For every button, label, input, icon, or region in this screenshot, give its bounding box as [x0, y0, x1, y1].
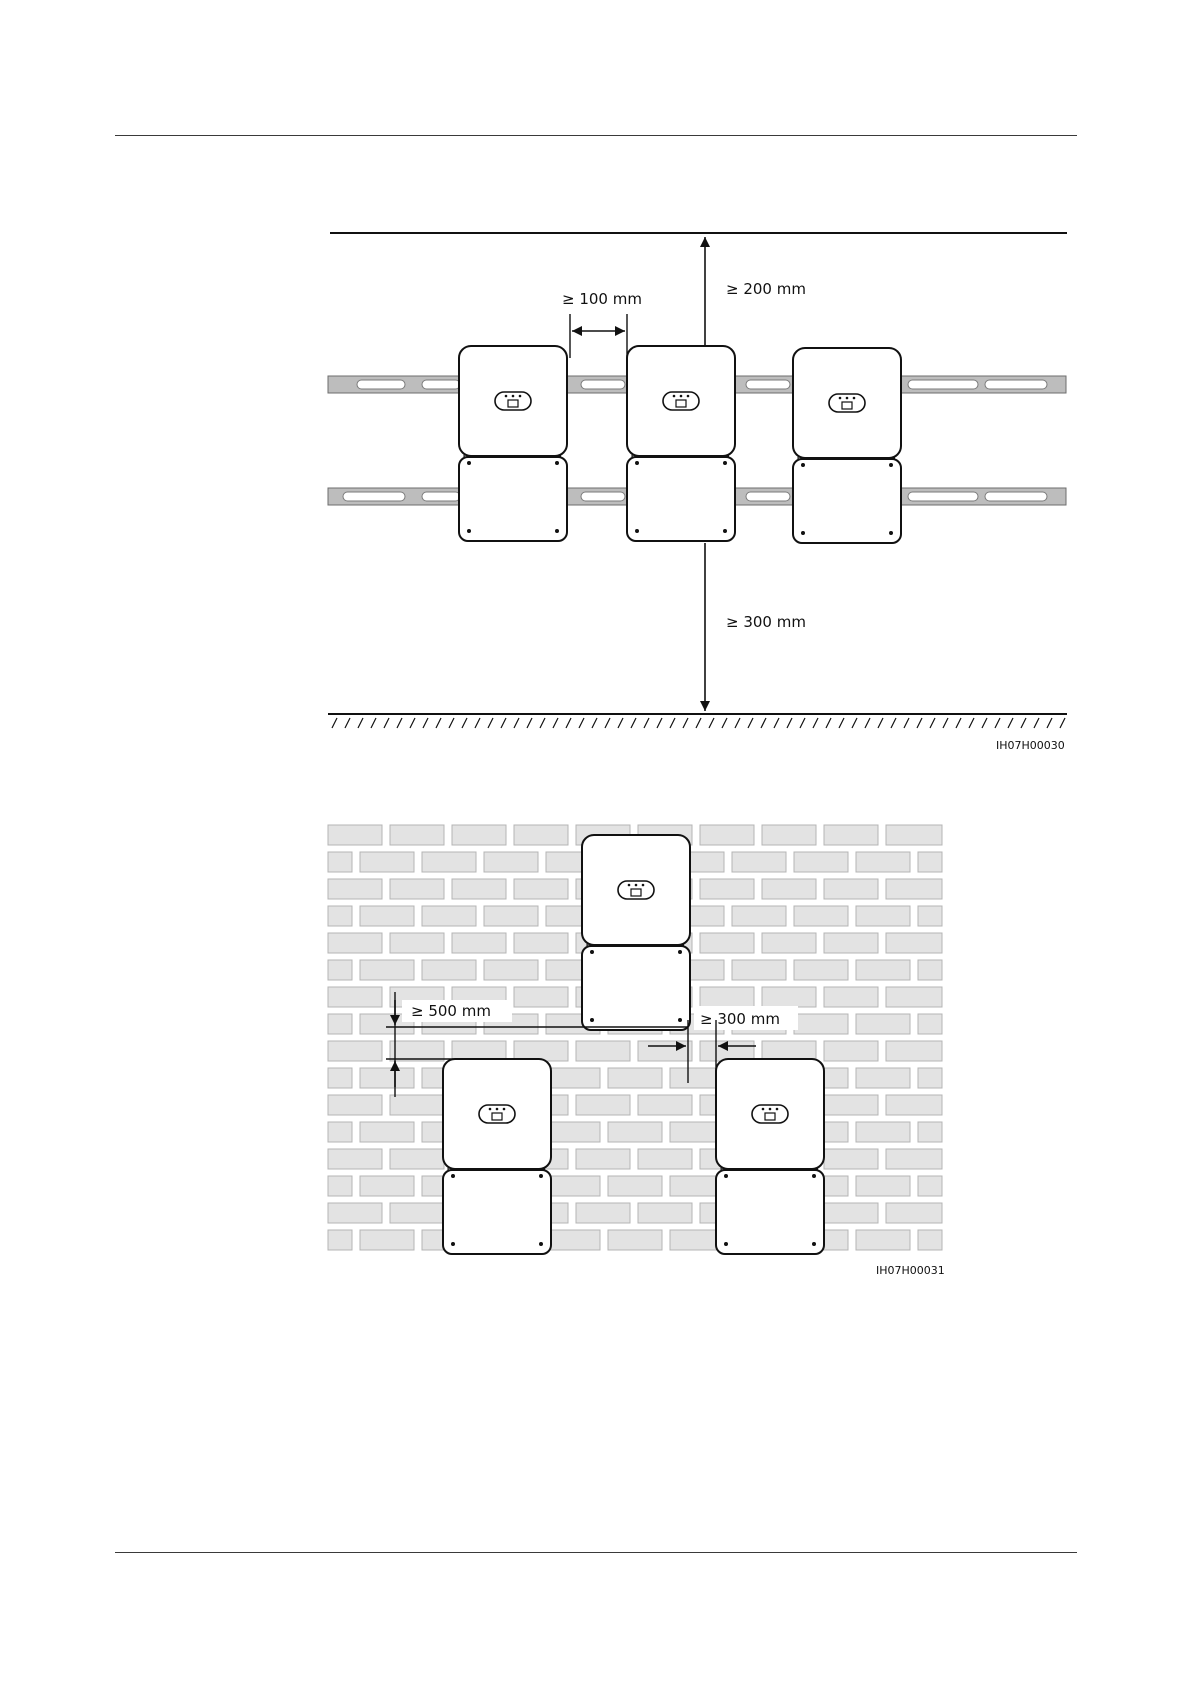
horizontal-offset-label: ≥ 300 mm: [700, 1010, 780, 1028]
figure2-code: IH07H00031: [876, 1264, 945, 1277]
inverter-unit-bottom-left: [443, 1059, 551, 1254]
inverter-unit-top: [582, 835, 690, 1030]
vertical-offset-label: ≥ 500 mm: [411, 1002, 491, 1020]
inverter-unit-bottom-right: [716, 1059, 824, 1254]
